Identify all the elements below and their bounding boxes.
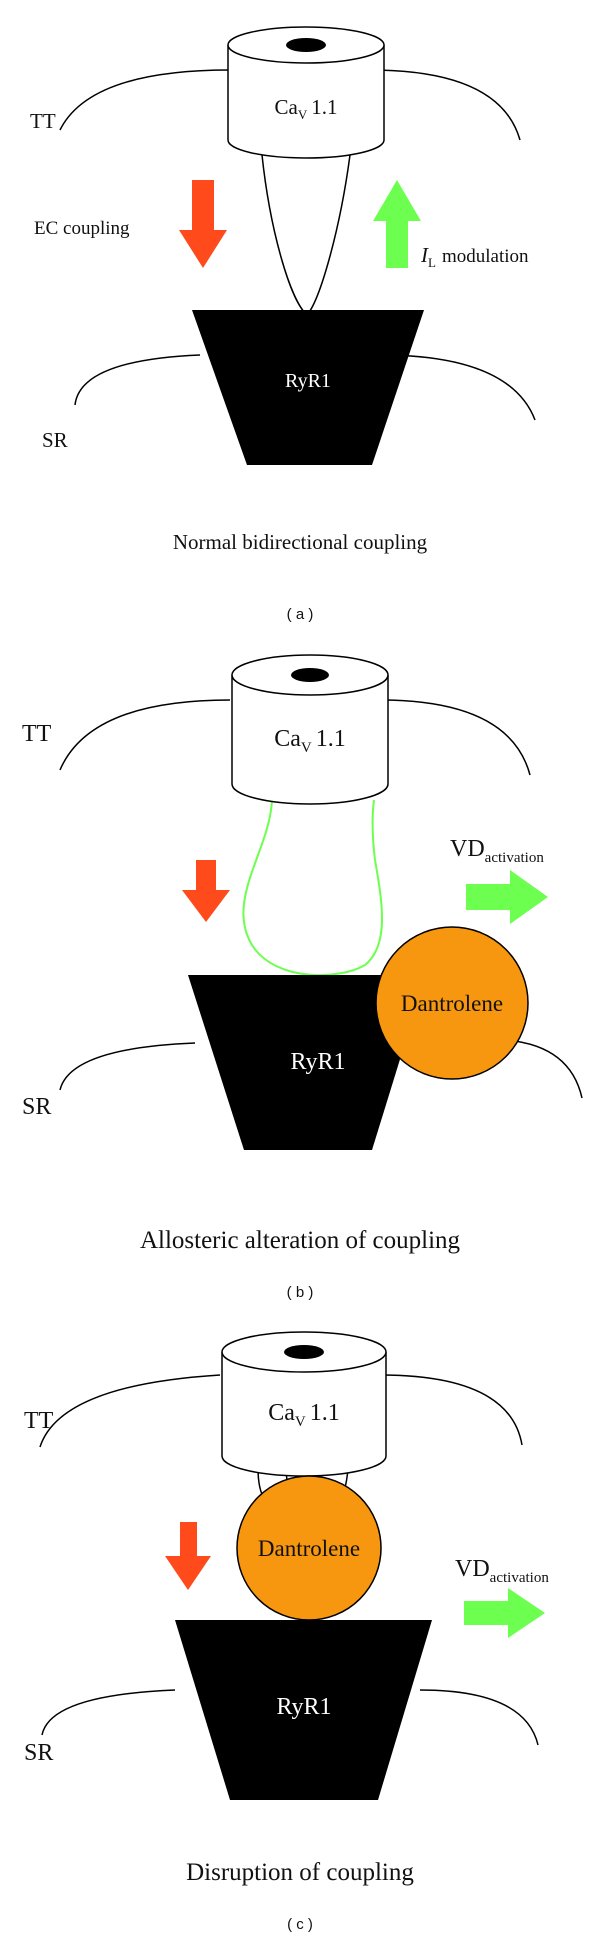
sr-label-b: SR [22, 1094, 51, 1120]
panel-letter-b: ( b ) [287, 1284, 314, 1301]
ryr1-a [192, 310, 424, 465]
vd-activation-label-c: VDactivation [455, 1556, 549, 1586]
dantrolene-label-b: Dantrolene [401, 991, 503, 1016]
down-arrow-icon-a [179, 180, 227, 268]
tt-label-b: TT [22, 721, 52, 747]
dantrolene-b [375, 926, 529, 1080]
right-arrow-icon-b [466, 870, 548, 924]
ryr1-label-c: RyR1 [276, 1694, 331, 1720]
linker-cone-a [261, 154, 351, 317]
linker-loop-b [242, 799, 383, 977]
ryr1-label-a: RyR1 [285, 370, 331, 392]
dantrolene-c [236, 1475, 382, 1621]
down-arrow-icon-c [165, 1522, 211, 1590]
tt-membrane-b [59, 699, 531, 776]
sr-label-a: SR [42, 428, 68, 452]
sr-label-c: SR [24, 1740, 53, 1766]
up-arrow-icon-a [373, 180, 421, 268]
panel-letter-c: ( c ) [287, 1916, 313, 1933]
pore-icon [284, 1345, 324, 1359]
sr-membrane-c [41, 1689, 539, 1746]
pore-icon [291, 668, 329, 682]
sr-membrane-a [74, 354, 536, 421]
tt-membrane-a [59, 69, 521, 141]
caption-a: Normal bidirectional coupling [173, 530, 428, 554]
tt-label-a: TT [30, 109, 56, 133]
down-arrow-icon-b [182, 860, 230, 922]
ec-coupling-label: EC coupling [34, 218, 130, 239]
panel-letter-a: ( a ) [287, 606, 314, 623]
tt-label-c: TT [24, 1408, 54, 1434]
caption-c: Disruption of coupling [186, 1859, 414, 1886]
ryr1-c [175, 1620, 432, 1800]
ryr1-b [188, 975, 426, 1150]
right-arrow-icon-c [464, 1588, 545, 1638]
ryr1-label-b: RyR1 [290, 1049, 345, 1075]
pore-icon [286, 38, 326, 52]
tt-membrane-c [39, 1374, 523, 1448]
vd-activation-label-b: VDactivation [450, 836, 544, 866]
caption-b: Allosteric alteration of coupling [140, 1227, 461, 1254]
dantrolene-label-c: Dantrolene [258, 1536, 360, 1561]
